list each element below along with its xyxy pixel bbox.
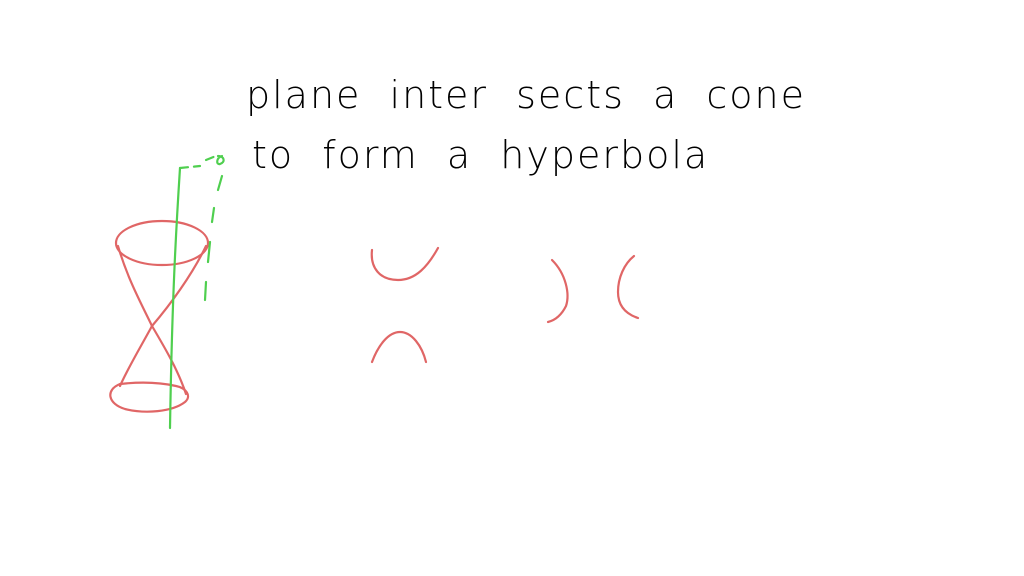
hyperbola-right-branch (616, 254, 640, 320)
hyperbola-lower-branch (370, 330, 428, 364)
cone-bottom-rim (109, 381, 190, 413)
hyperbola-horizontal-opening (546, 254, 640, 324)
double-cone (109, 219, 210, 413)
hyperbola-left-branch (546, 258, 569, 324)
cone-upper-left-side (116, 244, 154, 328)
plane-back-edge (203, 174, 224, 302)
plane-corner-mark (216, 154, 225, 166)
plane-solid-edge (168, 166, 182, 430)
cone-upper-right-side (150, 244, 208, 328)
hyperbola-upper-branch (370, 246, 440, 282)
caption-line-1: plane inter sects a cone (246, 73, 806, 117)
cone-top-rim (114, 219, 210, 267)
hyperbola-vertical-opening (370, 246, 440, 364)
caption-line-2: to form a hyperbola (252, 133, 710, 177)
plane-top-edge (178, 154, 218, 170)
vertical-plane (168, 154, 225, 430)
cone-lower-left-side (118, 324, 154, 388)
